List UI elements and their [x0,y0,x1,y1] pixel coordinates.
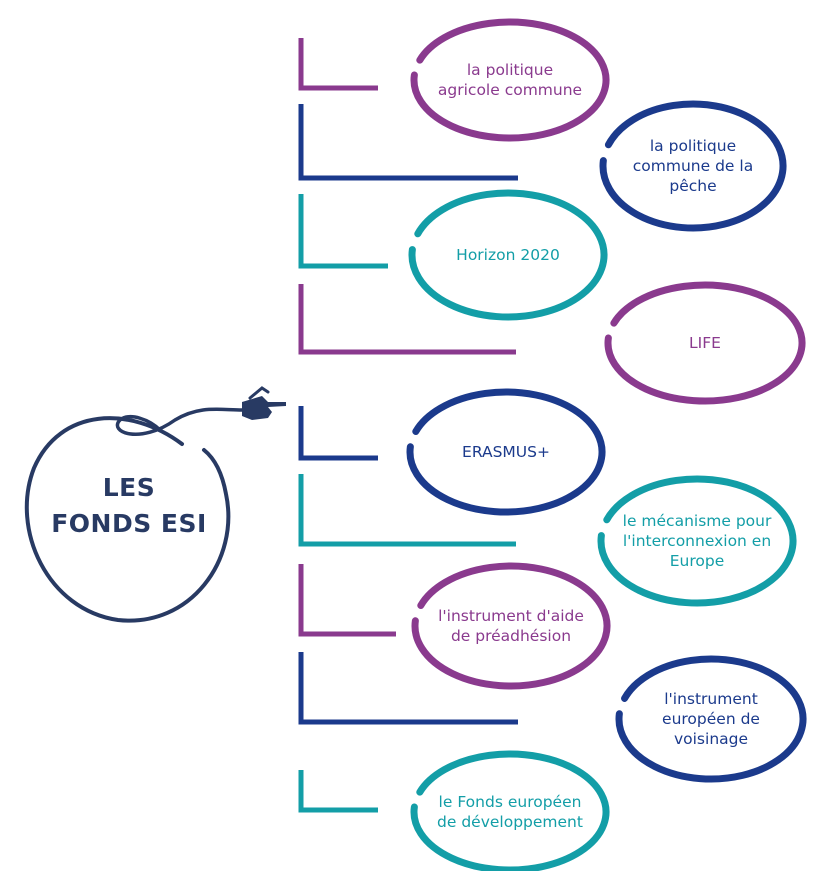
connector-1 [298,38,378,91]
node-ellipse-2 [599,100,787,232]
hub-title: LES FONDS ESI [26,470,232,542]
pointing-hand-icon [242,386,286,420]
node-label-6: le mécanisme pour l'interconnexion en Eu… [622,512,772,570]
node-ellipse-6 [597,475,797,607]
node-ellipse-9 [410,750,610,871]
node-ellipse-7 [411,562,611,690]
node-ellipse-5 [406,388,606,516]
node-ellipse-8 [615,655,807,783]
node-label-9: le Fonds européen de développement [437,793,583,831]
node-label-5: ERASMUS+ [462,443,550,461]
hub-circle [24,416,231,623]
node-ellipse-3 [408,189,608,321]
node-ellipse-1 [410,18,610,142]
connector-5 [298,406,378,461]
connector-9 [298,770,378,813]
connector-3 [298,194,388,269]
connector-7 [298,564,396,637]
node-label-2: la politique commune de la pêche [632,137,754,195]
node-label-8: l'instrument européen de voisinage [662,690,760,748]
node-label-3: Horizon 2020 [456,246,560,264]
hub [24,386,286,623]
node-ellipse-4 [604,281,806,405]
hub-string [115,407,244,437]
node-label-7: l'instrument d'aide de préadhésion [438,607,584,645]
connector-4 [298,284,516,355]
connector-6 [298,474,516,547]
node-label-1: la politique agricole commune [437,61,583,99]
connector-8 [298,652,518,725]
node-label-4: LIFE [689,334,721,352]
connector-2 [298,104,518,181]
hub-title-line2: FONDS ESI [51,509,207,538]
hub-title-line1: LES [102,473,156,502]
